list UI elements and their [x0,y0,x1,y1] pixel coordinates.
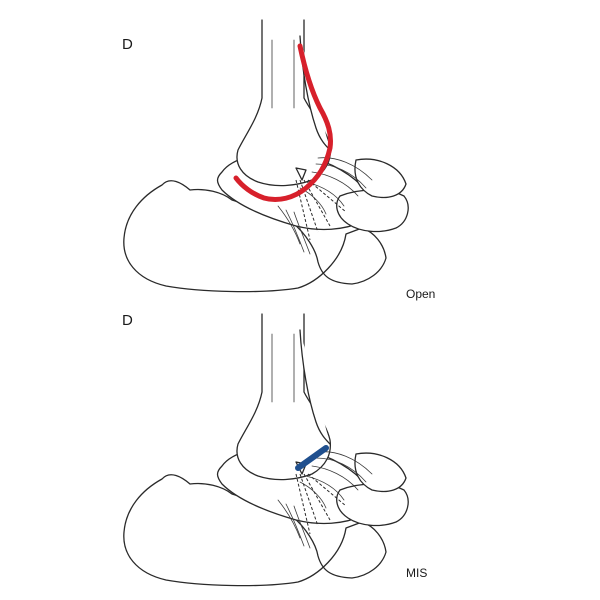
ankle-bones [123,313,409,587]
open-incision-line [233,43,333,203]
panel-caption: Open [406,287,436,301]
ankle-illustration-mis [123,313,409,587]
ankle-bones [123,19,409,293]
panel-letter: D [122,36,133,53]
navicular [354,452,407,493]
mis-incision-line [295,445,329,471]
ankle-illustration-open [123,19,409,293]
panel-caption: MIS [406,566,428,580]
calcaneus [123,474,387,587]
calcaneus [123,180,387,293]
navicular [354,158,407,199]
ligament-hatching [277,157,373,255]
panel-open: D Open [122,19,436,301]
tibia [236,19,332,187]
ligament-hatching [277,451,373,549]
tip-marker [295,167,307,181]
ligament-fibers [295,473,347,535]
tibia-inner-line [271,333,295,403]
tibia-inner-line [271,39,295,109]
panel-mis: D MIS [0,300,600,600]
ligament-fibers [295,179,347,241]
tibia [236,313,332,481]
panel-letter: D [122,312,133,329]
fibula [299,329,331,445]
